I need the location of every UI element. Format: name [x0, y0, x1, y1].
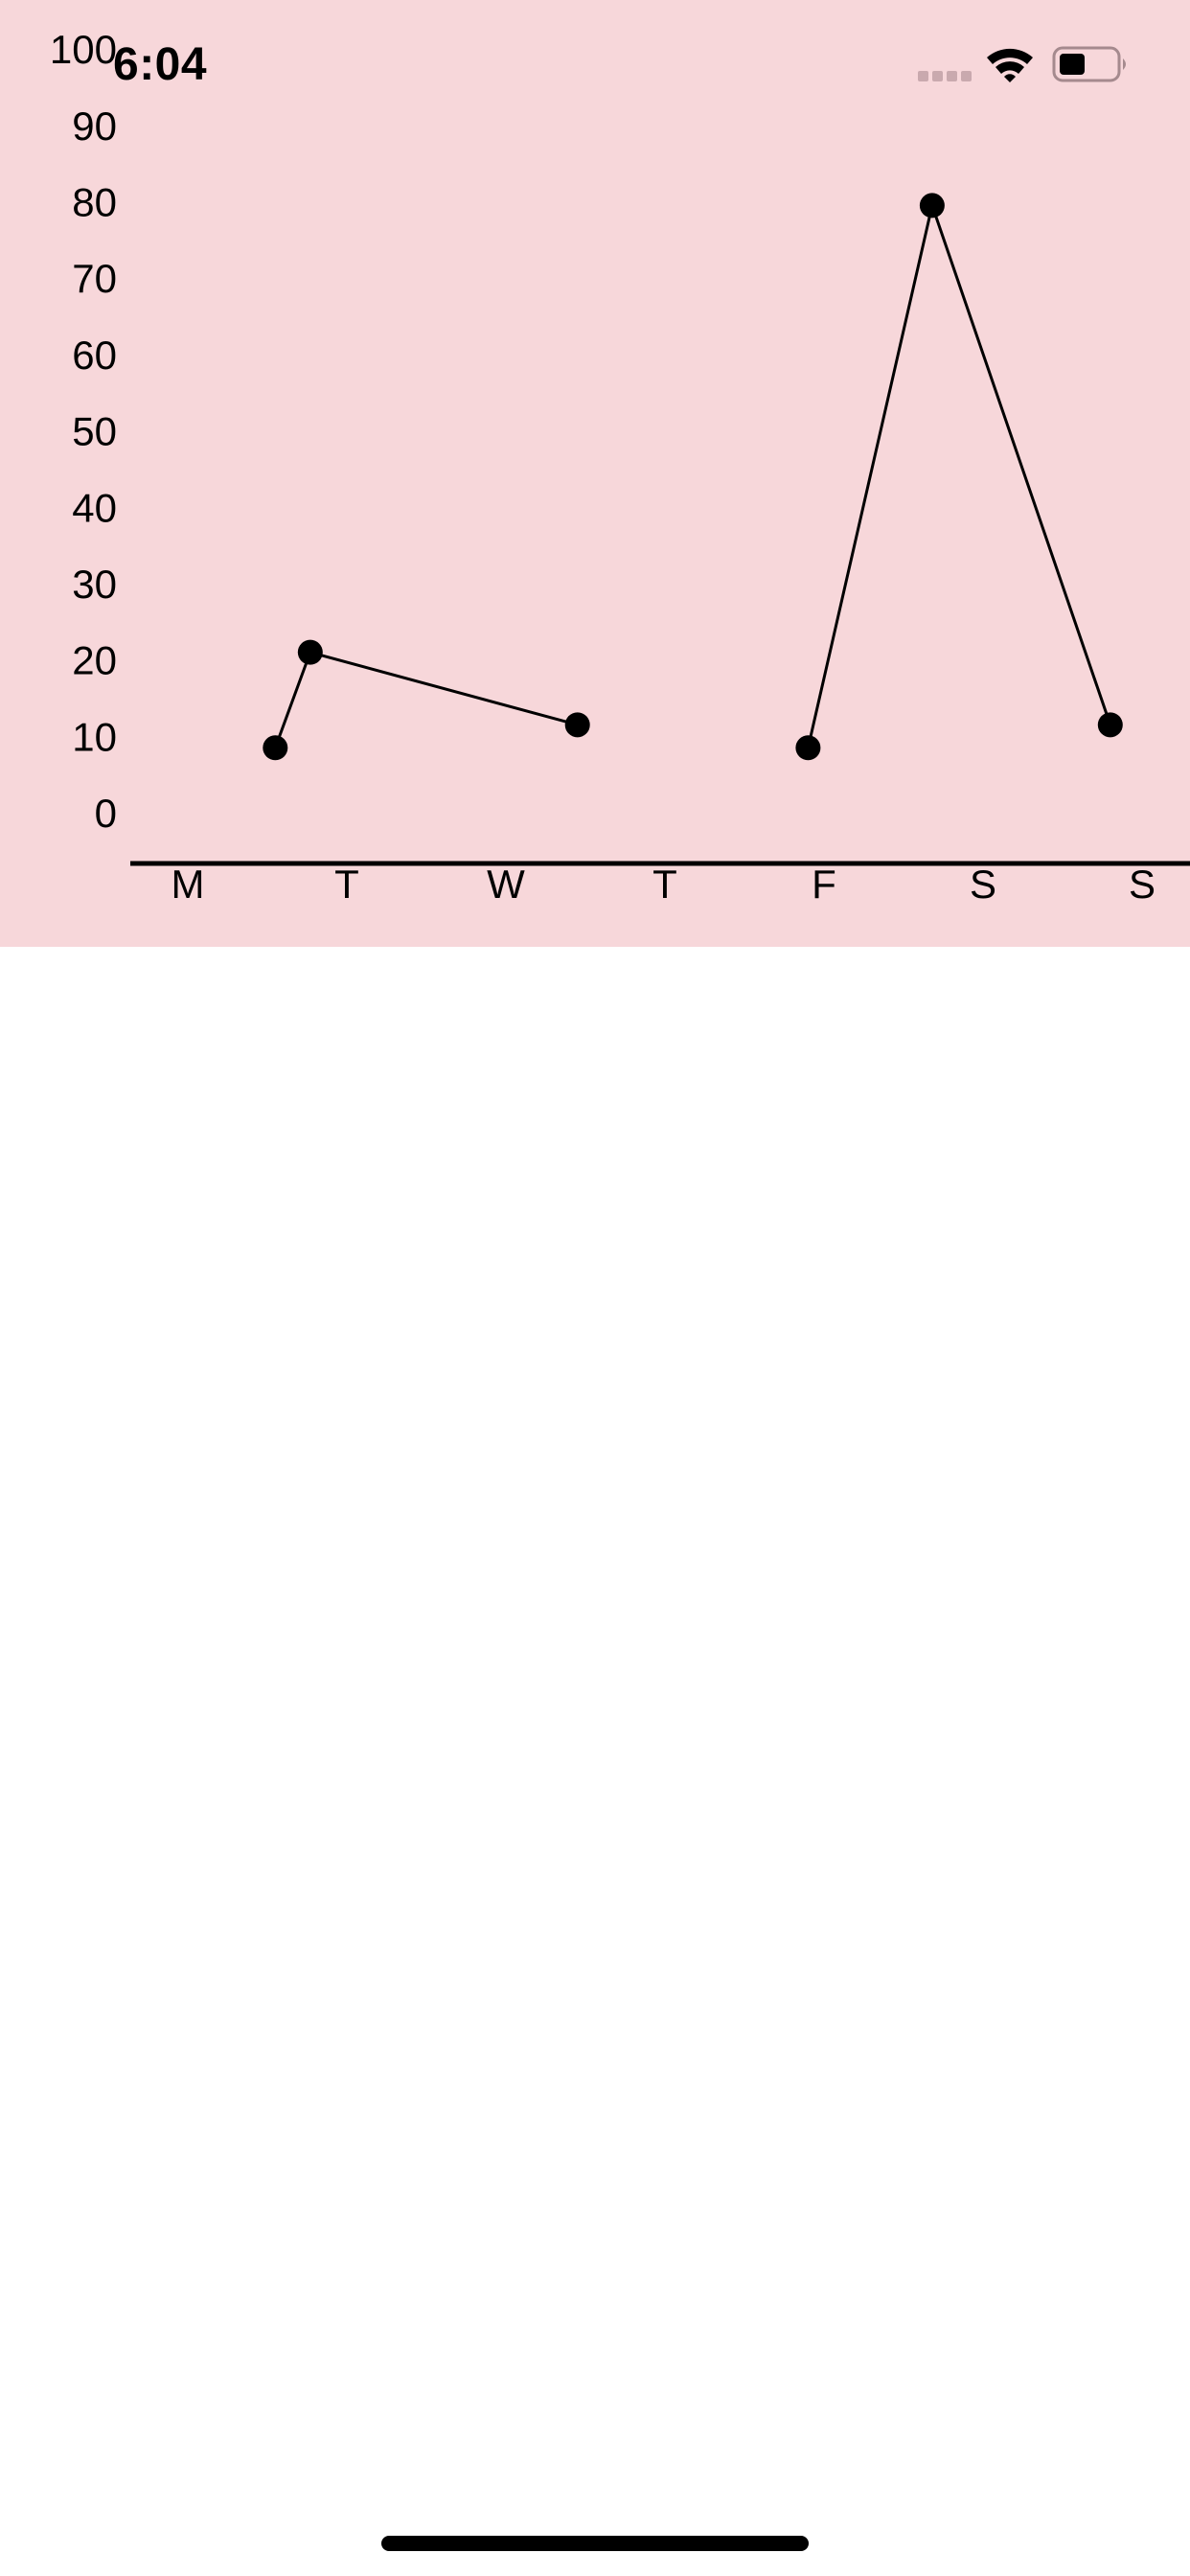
- wifi-icon: [987, 48, 1033, 82]
- home-indicator[interactable]: [381, 2536, 809, 2551]
- data-point: [919, 193, 945, 218]
- y-axis-tick-labels: 0 10 20 30 40 50 60 70 80 90 100: [50, 27, 117, 836]
- x-tick-label: W: [487, 862, 525, 907]
- battery-icon: [1052, 46, 1126, 82]
- y-tick-label: 0: [95, 791, 117, 836]
- y-tick-label: 60: [72, 333, 117, 378]
- y-tick-label: 10: [72, 714, 117, 759]
- series-line-segment: [806, 199, 1112, 748]
- x-tick-label: S: [970, 862, 996, 907]
- chart-panel: [0, 0, 1190, 947]
- data-point: [795, 735, 821, 761]
- y-tick-label: 80: [72, 179, 117, 224]
- data-point: [263, 735, 288, 761]
- data-point: [297, 639, 323, 665]
- y-tick-label: 90: [72, 104, 117, 149]
- y-tick-label: 40: [72, 485, 117, 530]
- x-tick-label: M: [172, 862, 205, 907]
- status-time: 6:04: [113, 39, 208, 90]
- data-point: [564, 712, 590, 738]
- y-tick-label: 20: [72, 638, 117, 683]
- x-tick-label: S: [1129, 862, 1156, 907]
- y-tick-label: 100: [50, 27, 117, 72]
- y-tick-label: 30: [72, 562, 117, 607]
- x-tick-label: T: [334, 862, 359, 907]
- data-point: [1097, 712, 1123, 738]
- x-tick-label: T: [652, 862, 677, 907]
- y-tick-label: 70: [72, 256, 117, 301]
- series-line-segment: [273, 650, 579, 748]
- line-chart: 0 10 20 30 40 50 60 70 80 90 100 M T W T F S S: [50, 27, 1190, 907]
- x-tick-label: F: [812, 862, 836, 907]
- signal-dots-icon: [918, 71, 972, 82]
- series-lines: [273, 199, 1112, 748]
- series-points: [263, 193, 1123, 761]
- y-tick-label: 50: [72, 409, 117, 454]
